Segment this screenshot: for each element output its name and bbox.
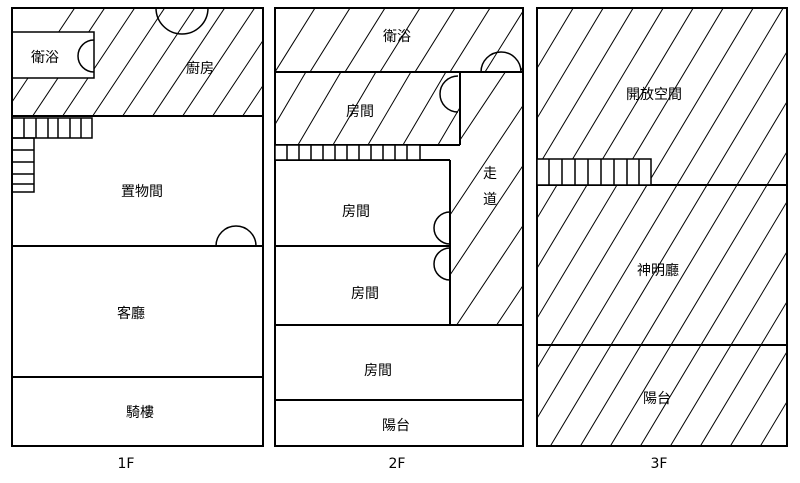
floor-1f: 衛浴 廚房 置物間 客廳 騎樓 1F <box>11 7 264 472</box>
room-label-bath-2f: 衛浴 <box>383 29 411 45</box>
room-label-corridor-1: 走 <box>483 166 497 182</box>
room-label-room-b: 房間 <box>342 204 370 220</box>
room-label-balcony-3f: 陽台 <box>643 391 671 407</box>
room-label-arcade: 騎樓 <box>126 405 154 421</box>
corridor-hatch-2f <box>450 72 523 325</box>
staircase-1f <box>11 117 93 193</box>
room-hatch-2f <box>275 72 460 145</box>
room-label-living: 客廳 <box>117 305 145 322</box>
room-label-kitchen: 廚房 <box>186 60 214 77</box>
bath-hatch-2f <box>275 8 523 72</box>
floor-caption-1f: 1F <box>118 456 135 472</box>
floor-2f: 衛浴 房間 走 道 房間 房間 房間 陽台 2F <box>274 7 524 472</box>
room-label-open-space: 開放空間 <box>626 87 682 103</box>
room-label-balcony-2f: 陽台 <box>382 418 410 434</box>
room-a-door-2f <box>439 75 459 113</box>
room-c-door-2f <box>433 247 451 281</box>
room-label-room-d: 房間 <box>364 363 392 379</box>
floor-3f: 開放空間 神明廳 陽台 3F <box>536 7 788 472</box>
storage-door-1f <box>215 225 257 247</box>
staircase-3f <box>536 158 652 186</box>
bath-door-2f <box>480 51 522 73</box>
room-label-shrine-hall: 神明廳 <box>637 262 679 279</box>
room-b-door-2f <box>433 211 451 245</box>
room-label-storage: 置物間 <box>121 184 163 200</box>
kitchen-hatch <box>12 8 263 116</box>
staircase-2f <box>274 144 421 161</box>
bath-door-1f <box>77 39 95 73</box>
room-label-corridor-2: 道 <box>483 192 497 208</box>
room-label-room-a: 房間 <box>346 104 374 120</box>
room-label-room-c: 房間 <box>351 286 379 302</box>
floor-caption-3f: 3F <box>651 456 668 472</box>
room-label-bath: 衛浴 <box>31 50 59 66</box>
kitchen-door-1f <box>155 7 209 35</box>
floor-caption-2f: 2F <box>389 456 406 472</box>
floor-hatch-3f <box>537 8 787 446</box>
